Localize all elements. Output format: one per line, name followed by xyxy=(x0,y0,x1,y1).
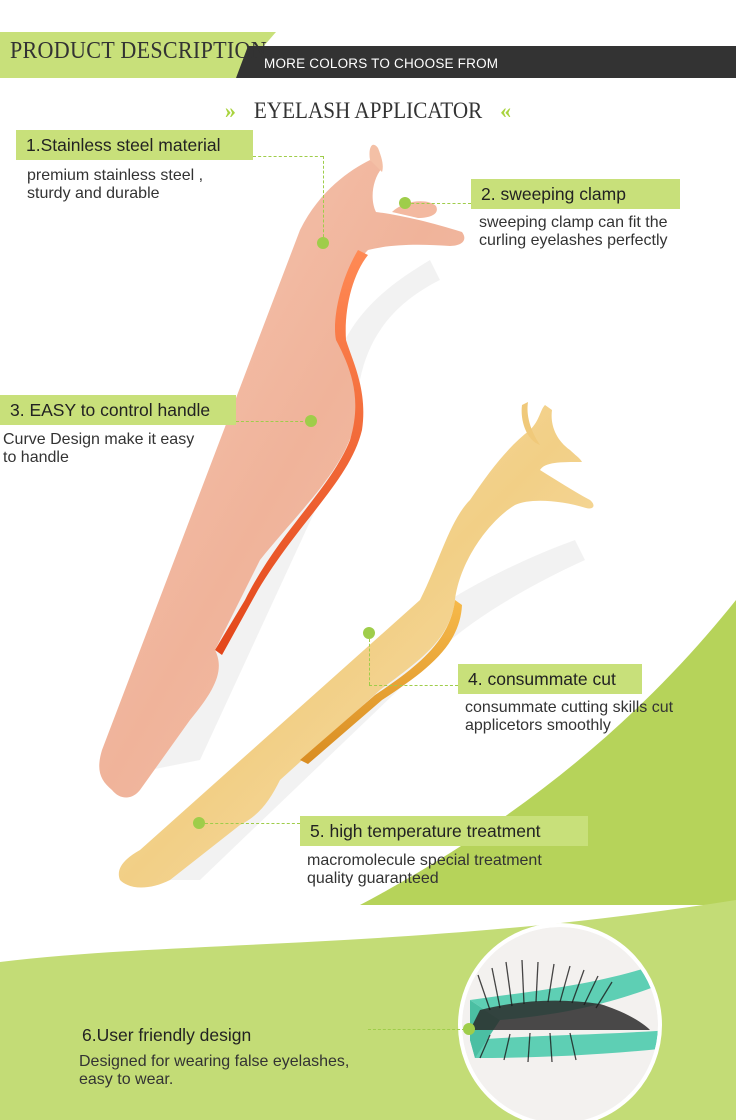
feature-label-stainless-steel: 1.Stainless steel material xyxy=(16,130,253,160)
connector-line xyxy=(205,823,300,824)
feature-label-consummate-cut: 4. consummate cut xyxy=(458,664,642,694)
connector-line xyxy=(369,685,458,686)
header-title-banner xyxy=(0,32,276,78)
connector-line xyxy=(236,421,308,422)
feature-label-easy-handle: 3. EASY to control handle xyxy=(0,395,236,425)
connector-line xyxy=(369,639,370,685)
double-chevron-right-icon: » xyxy=(224,98,236,123)
feature-label-sweeping-clamp: 2. sweeping clamp xyxy=(471,179,680,209)
marker-dot xyxy=(463,1023,475,1035)
header-subtitle-banner xyxy=(236,46,736,78)
feature-description-easy-handle: Curve Design make it easy to handle xyxy=(3,431,195,466)
connector-line xyxy=(406,203,471,204)
green-swoosh-right xyxy=(360,600,736,905)
connector-line xyxy=(368,1029,465,1030)
feature-description-user-friendly: Designed for wearing false eyelashes, ea… xyxy=(79,1053,350,1088)
gold-tweezer xyxy=(118,402,594,888)
marker-dot xyxy=(305,415,317,427)
connector-line xyxy=(253,156,323,157)
gold-tweezer-shadow xyxy=(170,540,585,880)
connector-line xyxy=(323,156,324,242)
feature-description-stainless-steel: premium stainless steel , sturdy and dur… xyxy=(27,167,204,202)
section-title: EYELASH APPLICATOR xyxy=(253,98,483,123)
marker-dot xyxy=(399,197,411,209)
feature-description-consummate-cut: consummate cutting skills cut applicetor… xyxy=(465,699,674,734)
double-chevron-left-icon: « xyxy=(500,98,512,123)
feature-label-user-friendly: 6.User friendly design xyxy=(82,1025,252,1045)
mint-applicator-inset xyxy=(458,923,662,1120)
feature-description-sweeping-clamp: sweeping clamp can fit the curling eyela… xyxy=(479,214,668,249)
marker-dot xyxy=(193,817,205,829)
rose-gold-tweezer xyxy=(99,144,465,798)
feature-label-temperature-treatment: 5. high temperature treatment xyxy=(300,816,588,846)
marker-dot xyxy=(363,627,375,639)
feature-description-temperature-treatment: macromolecule special treatment quality … xyxy=(307,852,542,887)
page-title: PRODUCT DESCRIPTION xyxy=(10,38,267,64)
header-subtitle: MORE COLORS TO CHOOSE FROM xyxy=(264,56,499,71)
section-heading: » EYELASH APPLICATOR « xyxy=(0,98,736,124)
marker-dot xyxy=(317,237,329,249)
